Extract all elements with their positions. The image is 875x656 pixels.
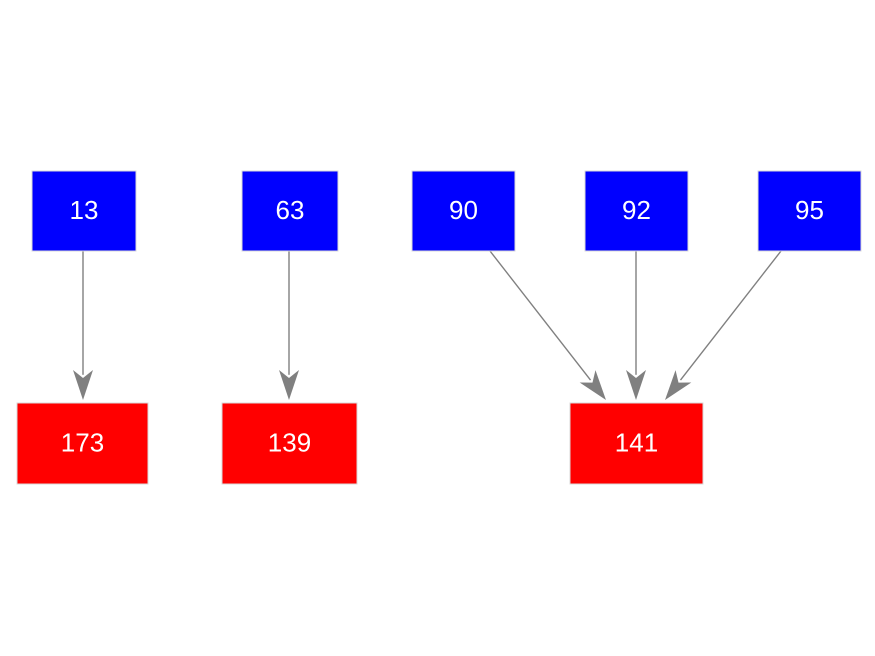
node-box[interactable] — [16, 402, 149, 485]
node-box[interactable] — [221, 402, 358, 485]
node-box[interactable] — [757, 170, 862, 252]
edge-shaft — [679, 250, 782, 381]
edge-n63-to-n139 — [279, 251, 299, 400]
edges-layer — [73, 250, 782, 400]
edge-n13-to-n173 — [73, 251, 93, 400]
node-box[interactable] — [241, 170, 339, 252]
node-source-90[interactable]: 90 — [411, 170, 516, 252]
node-target-139[interactable]: 139 — [221, 402, 358, 485]
edge-arrowhead — [626, 370, 646, 400]
node-box[interactable] — [569, 402, 704, 485]
edge-arrowhead — [665, 370, 692, 400]
node-target-141[interactable]: 141 — [569, 402, 704, 485]
nodes-layer: 13 63 90 92 95 173 139 141 — [16, 170, 862, 485]
node-box[interactable] — [31, 170, 137, 252]
node-source-13[interactable]: 13 — [31, 170, 137, 252]
edge-arrowhead — [73, 370, 93, 400]
edge-n95-to-n141 — [665, 250, 782, 400]
edge-arrowhead — [579, 370, 606, 400]
node-source-63[interactable]: 63 — [241, 170, 339, 252]
node-source-95[interactable]: 95 — [757, 170, 862, 252]
edge-shaft — [489, 250, 592, 381]
edge-n90-to-n141 — [489, 250, 606, 400]
edge-n92-to-n141 — [626, 251, 646, 400]
edge-arrowhead — [279, 370, 299, 400]
node-source-92[interactable]: 92 — [584, 170, 689, 252]
node-target-173[interactable]: 173 — [16, 402, 149, 485]
node-box[interactable] — [584, 170, 689, 252]
node-box[interactable] — [411, 170, 516, 252]
